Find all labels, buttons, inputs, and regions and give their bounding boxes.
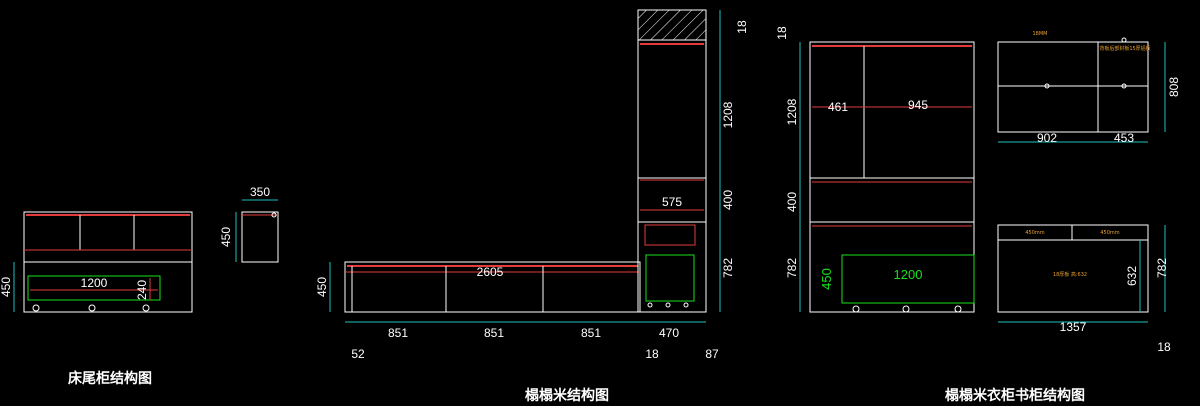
ceiling-hatch [637,9,707,41]
dim-782: 782 [721,258,735,278]
bookcase-upper-frame [997,41,1149,133]
tatami-platform [344,261,641,313]
side-view-hinge [271,212,277,218]
bed-end-lower-frame [23,261,193,313]
caster [852,305,860,313]
dim-400: 400 [721,190,735,210]
dim-1200: 1200 [81,276,108,290]
wardrobe-elevation [799,41,975,313]
dim-851-b: 851 [484,326,504,340]
bed-end-drawer [27,275,161,301]
dim-18-bottom: 18 [1157,340,1171,354]
dim-902: 902 [1037,131,1057,145]
dim-851-a: 851 [388,326,408,340]
dim-450: 450 [0,277,13,297]
caption-tatami: 榻榻米结构图 [525,387,609,404]
dim-350: 350 [250,185,270,199]
caster [902,305,910,313]
note-top-left: 18MM [1033,31,1048,37]
knob [1044,83,1050,89]
knob [1121,83,1127,89]
caster [665,302,671,308]
caster [32,304,40,312]
dim-18-top: 18 [735,20,749,34]
dim-drawer-450: 450 [819,268,834,290]
caster [647,302,653,308]
dim-575: 575 [662,195,682,209]
dim-tatami-450: 450 [315,277,329,297]
note-drawer-right: 450mm [1100,230,1119,236]
dim-808: 808 [1167,77,1181,97]
caster [954,305,962,313]
caption-wardrobe: 榻榻米衣柜书柜结构图 [945,387,1085,404]
bookcase-elevation [997,37,1166,323]
dim-wardrobe-18: 18 [775,26,789,40]
bed-end-upper-frame [23,211,193,263]
dim-450-side: 450 [219,227,233,247]
tall-cabinet-drawer [645,254,695,302]
knob [1121,37,1127,43]
dim-wardrobe-1208: 1208 [785,98,799,125]
dim-461: 461 [828,100,848,114]
tall-cabinet-shelf [644,224,696,246]
dim-52: 52 [351,347,365,361]
dim-470: 470 [659,326,679,340]
bed-end-side-view [241,211,279,263]
dim-2605: 2605 [477,265,504,279]
tatami-elevation [329,9,721,323]
dim-wardrobe-400: 400 [785,192,799,212]
bed-end-cabinet-elevation [13,199,279,313]
wardrobe-drawer [841,254,975,304]
dim-18: 18 [645,347,659,361]
caster [88,304,96,312]
dim-wardrobe-782: 782 [785,258,799,278]
dim-87: 87 [705,347,719,361]
caster [142,304,150,312]
dim-851-c: 851 [581,326,601,340]
dim-bookcase-782: 782 [1155,258,1169,278]
dim-945: 945 [908,98,928,112]
caption-bed-end: 床尾柜结构图 [68,370,152,387]
note-drawer-left: 450mm [1025,230,1044,236]
note-body: 18厚板 高:632 [1053,271,1087,278]
wardrobe-frame [809,41,975,313]
dim-drawer-1200: 1200 [894,267,923,282]
dim-1357: 1357 [1060,320,1087,334]
dim-1208: 1208 [721,101,735,128]
note-top-right: 背板后部封板15厚铝板 [1099,45,1150,52]
tatami-tall-cabinet [637,9,707,313]
dim-240: 240 [135,280,149,300]
caster [683,302,689,308]
dim-632: 632 [1125,266,1139,286]
dim-453: 453 [1114,131,1134,145]
